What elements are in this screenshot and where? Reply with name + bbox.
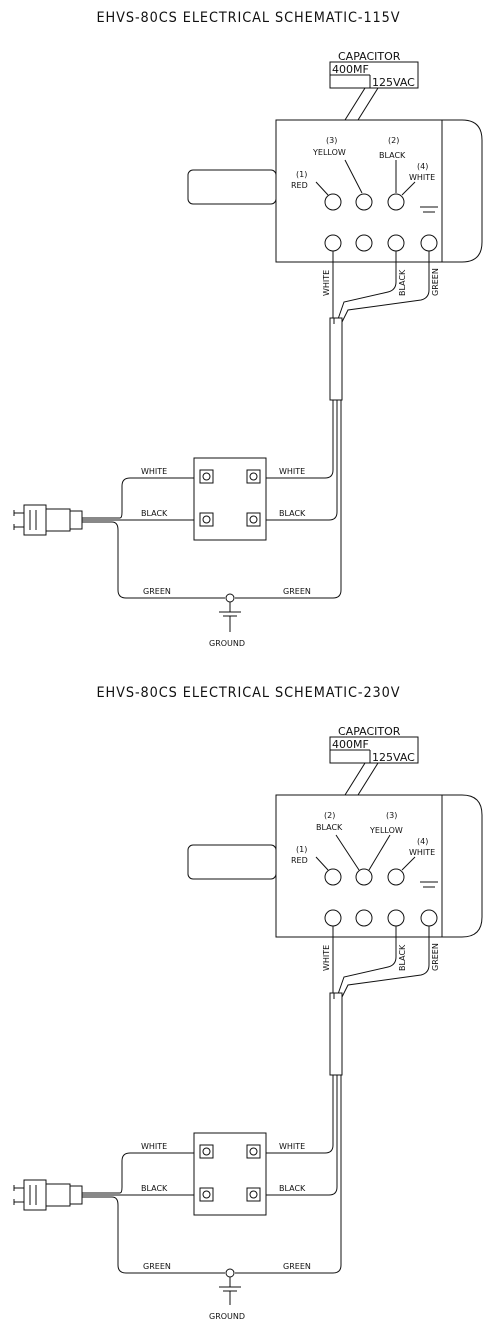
switch-wire-black-left-label: BLACK bbox=[141, 1184, 168, 1193]
ground-terminal bbox=[225, 1268, 235, 1278]
terminal-4-color: WHITE bbox=[409, 173, 435, 182]
motor-terminal-bottom-3 bbox=[387, 909, 405, 927]
switch-wire-white-right-label: WHITE bbox=[279, 1142, 305, 1151]
capacitor-capacitance: 400MF bbox=[332, 738, 369, 751]
terminal-1-color: RED bbox=[291, 856, 308, 865]
terminal-1-number: (1) bbox=[296, 845, 307, 854]
terminal-2-number: (2) bbox=[388, 136, 399, 145]
switch bbox=[193, 457, 267, 541]
switch-terminal-tl bbox=[199, 1144, 214, 1159]
motor-leads: WHITE BLACK GREEN bbox=[322, 251, 440, 401]
terminal-2-color: BLACK bbox=[316, 823, 343, 832]
switch-wire-black-right-label: BLACK bbox=[279, 1184, 306, 1193]
terminal-2-number: (2) bbox=[324, 811, 335, 820]
plug-body bbox=[23, 1179, 47, 1211]
motor-leads: WHITE BLACK GREEN bbox=[322, 926, 440, 1076]
motor-shaft bbox=[187, 844, 277, 880]
ground-label: GROUND bbox=[209, 1312, 245, 1321]
motor-terminal-bottom-2 bbox=[355, 909, 373, 927]
capacitor: CAPACITOR 400MF 125VAC bbox=[329, 50, 419, 121]
cable-sheath bbox=[329, 317, 343, 401]
ground-symbol: GROUND bbox=[209, 1268, 245, 1321]
motor-terminal-ground bbox=[420, 234, 438, 252]
ground-wire-green-left-label: GREEN bbox=[143, 1262, 171, 1271]
plug-neck bbox=[45, 1183, 71, 1207]
motor-terminal-bottom-3 bbox=[387, 234, 405, 252]
schematic-drawing: CAPACITOR 400MF 125VAC bbox=[13, 50, 483, 648]
terminal-3-number: (3) bbox=[326, 136, 337, 145]
switch-terminal-bl bbox=[199, 1187, 214, 1202]
switch bbox=[193, 1132, 267, 1216]
capacitor-label: CAPACITOR bbox=[338, 50, 401, 63]
switch-wiring: WHITE WHITE BLACK BLACK GREEN GREEN bbox=[82, 400, 342, 599]
ground-wire-green-right-label: GREEN bbox=[283, 587, 311, 596]
motor-terminal-top-3 bbox=[387, 193, 405, 211]
capacitor-voltage: 125VAC bbox=[372, 751, 415, 764]
switch-terminal-tr bbox=[246, 469, 261, 484]
capacitor-voltage: 125VAC bbox=[372, 76, 415, 89]
motor-lead-black-label: BLACK bbox=[398, 269, 407, 296]
terminal-1-color: RED bbox=[291, 181, 308, 190]
switch-wire-white-left-label: WHITE bbox=[141, 467, 167, 476]
switch-terminal-br bbox=[246, 1187, 261, 1202]
switch-terminal-br bbox=[246, 512, 261, 527]
switch-terminal-bl bbox=[199, 512, 214, 527]
motor: (1) RED (2) BLACK (3) YELLOW (4) WHITE bbox=[187, 794, 483, 938]
terminal-1-number: (1) bbox=[296, 170, 307, 179]
motor-endcap bbox=[441, 794, 483, 938]
motor-terminal-top-1 bbox=[324, 868, 342, 886]
capacitor-label: CAPACITOR bbox=[338, 725, 401, 738]
ground-terminal bbox=[225, 593, 235, 603]
terminal-2-color: BLACK bbox=[379, 151, 406, 160]
capacitor-capacitance: 400MF bbox=[332, 63, 369, 76]
motor-lead-green-label: GREEN bbox=[431, 943, 440, 971]
terminal-4-number: (4) bbox=[417, 837, 428, 846]
plug-cord-grip bbox=[69, 510, 83, 530]
terminal-3-number: (3) bbox=[386, 811, 397, 820]
motor-lead-white-label: WHITE bbox=[322, 945, 331, 971]
motor-terminal-bottom-1 bbox=[324, 909, 342, 927]
switch-wire-white-right-label: WHITE bbox=[279, 467, 305, 476]
motor-terminal-top-2 bbox=[355, 193, 373, 211]
plug-cord-grip bbox=[69, 1185, 83, 1205]
motor: (1) RED (3) YELLOW (2) BLACK (4) WHITE bbox=[187, 119, 483, 263]
schematic-115v: EHVS-80CS ELECTRICAL SCHEMATIC-115V CAPA… bbox=[0, 0, 497, 665]
power-plug bbox=[13, 1179, 83, 1211]
motor-endcap bbox=[441, 119, 483, 263]
motor-terminal-bottom-1 bbox=[324, 234, 342, 252]
motor-shaft bbox=[187, 169, 277, 205]
cable-sheath bbox=[329, 992, 343, 1076]
switch-wiring: WHITE WHITE BLACK BLACK GREEN GREEN bbox=[82, 1075, 342, 1274]
motor-terminal-bottom-2 bbox=[355, 234, 373, 252]
plug-body bbox=[23, 504, 47, 536]
schematic-title: EHVS-80CS ELECTRICAL SCHEMATIC-115V bbox=[96, 10, 401, 26]
motor-lead-green-label: GREEN bbox=[431, 268, 440, 296]
ground-symbol: GROUND bbox=[209, 593, 245, 648]
switch-wire-white-left-label: WHITE bbox=[141, 1142, 167, 1151]
ground-wire-green-right-label: GREEN bbox=[283, 1262, 311, 1271]
plug-neck bbox=[45, 508, 71, 532]
motor-lead-white-label: WHITE bbox=[322, 270, 331, 296]
motor-terminal-top-3 bbox=[387, 868, 405, 886]
motor-lead-black-label: BLACK bbox=[398, 944, 407, 971]
ground-wire-green-left-label: GREEN bbox=[143, 587, 171, 596]
capacitor: CAPACITOR 400MF 125VAC bbox=[329, 725, 419, 796]
motor-terminal-top-1 bbox=[324, 193, 342, 211]
schematic-title: EHVS-80CS ELECTRICAL SCHEMATIC-230V bbox=[96, 685, 401, 701]
motor-terminal-top-2 bbox=[355, 868, 373, 886]
motor-terminal-ground bbox=[420, 909, 438, 927]
switch-wire-black-right-label: BLACK bbox=[279, 509, 306, 518]
terminal-3-color: YELLOW bbox=[312, 148, 346, 157]
power-plug bbox=[13, 504, 83, 536]
terminal-4-color: WHITE bbox=[409, 848, 435, 857]
terminal-4-number: (4) bbox=[417, 162, 428, 171]
switch-wire-black-left-label: BLACK bbox=[141, 509, 168, 518]
switch-terminal-tr bbox=[246, 1144, 261, 1159]
switch-terminal-tl bbox=[199, 469, 214, 484]
terminal-3-color: YELLOW bbox=[369, 826, 403, 835]
schematic-drawing: CAPACITOR 400MF 125VAC bbox=[13, 725, 483, 1321]
schematic-230v: EHVS-80CS ELECTRICAL SCHEMATIC-230V CAPA… bbox=[0, 675, 497, 1340]
ground-label: GROUND bbox=[209, 639, 245, 648]
